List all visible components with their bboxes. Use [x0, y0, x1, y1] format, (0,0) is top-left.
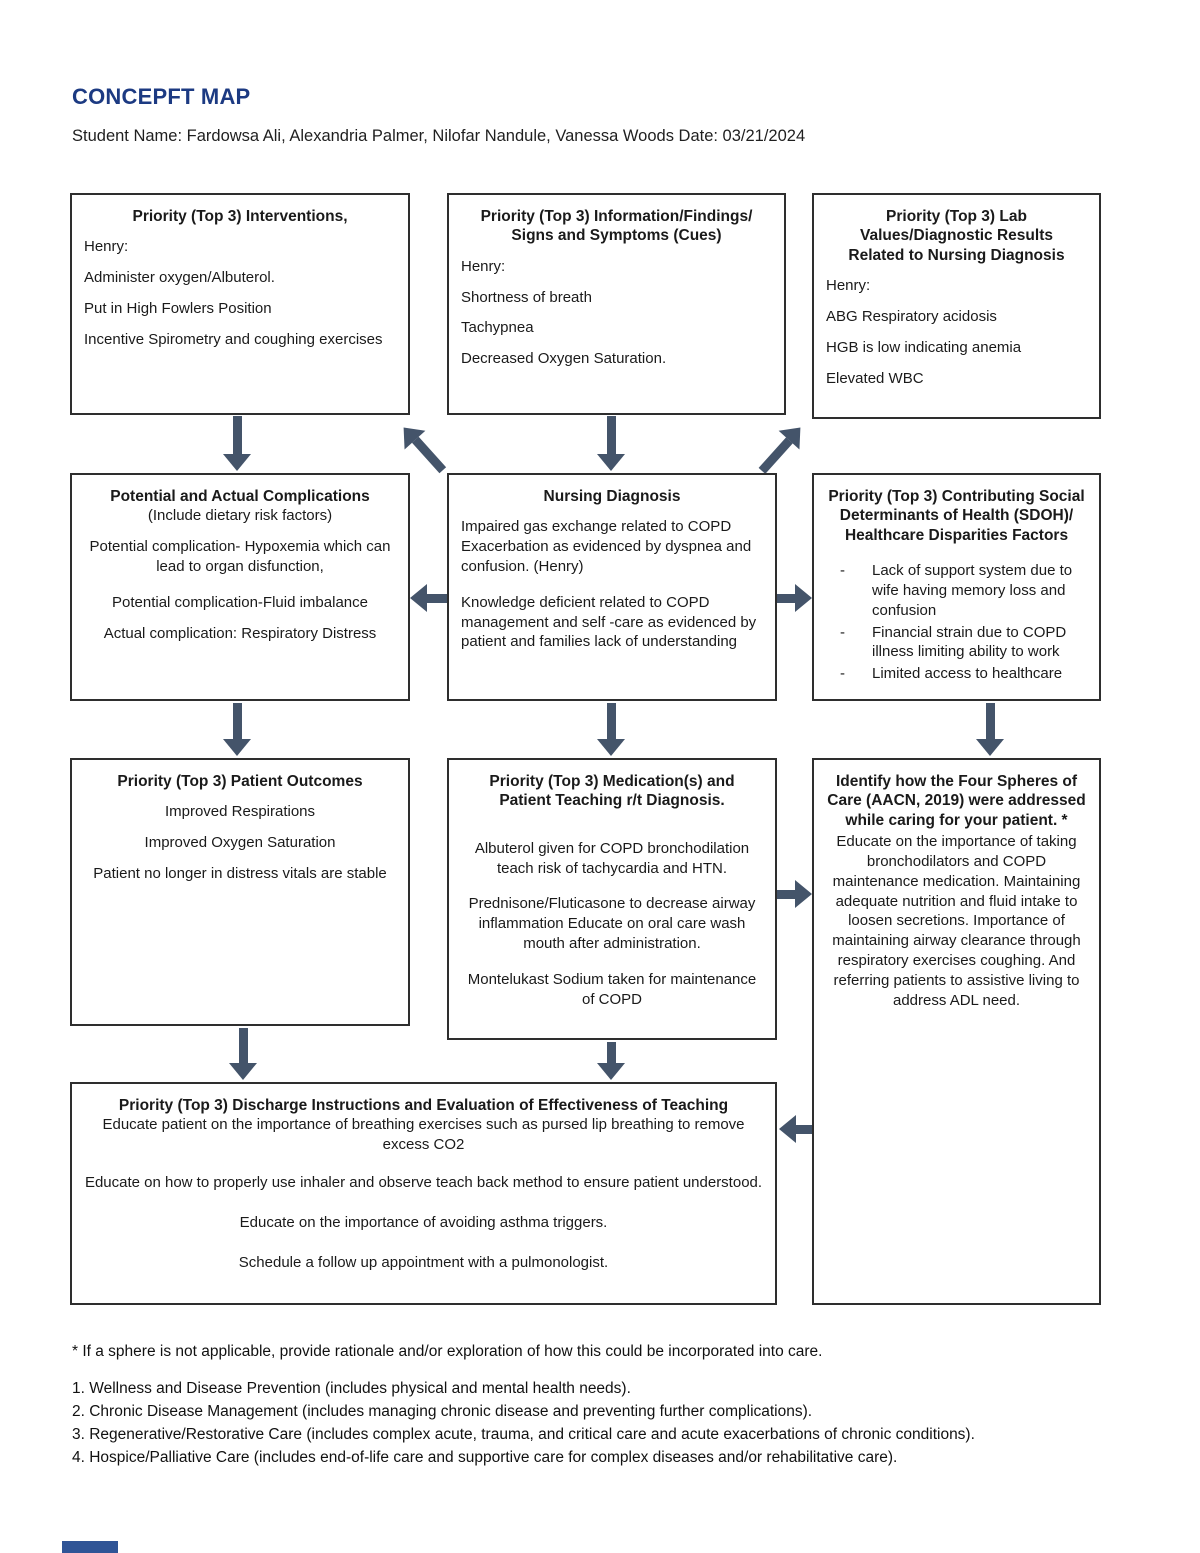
text-line: Henry:: [826, 277, 871, 295]
text-line: Administer oxygen/Albuterol.: [84, 269, 275, 287]
arrow-sdoh-to-spheres-icon: [975, 703, 1005, 756]
arrow-interventions-to-complications-icon: [222, 416, 252, 471]
list-item: 1. Wellness and Disease Prevention (incl…: [72, 1380, 631, 1397]
dash-marker: -: [840, 623, 845, 641]
arrow-outcomes-to-discharge-icon: [228, 1028, 258, 1080]
text-line: Educate patient on the importance of bre…: [102, 1116, 745, 1154]
list-item: - Limited access to healthcare: [826, 664, 1087, 684]
list-item: - Lack of support system due to wife hav…: [826, 561, 1087, 620]
box-nursing-diagnosis-title: Nursing Diagnosis: [543, 488, 681, 505]
arrow-diagnosis-to-medications-icon: [596, 703, 626, 756]
dash-marker: -: [840, 562, 845, 580]
box-lab-values-title: Priority (Top 3) Lab Values/Diagnostic R…: [848, 208, 1065, 264]
box-sdoh-title: Priority (Top 3) Contributing Social Det…: [828, 488, 1085, 544]
dash-marker: -: [840, 665, 845, 683]
text-line: Potential complication-Fluid imbalance: [112, 593, 368, 611]
text-line: Incentive Spirometry and coughing exerci…: [84, 330, 383, 348]
text-line: Henry:: [84, 238, 129, 256]
text-line: Henry:: [461, 257, 506, 275]
list-item: 3. Regenerative/Restorative Care (includ…: [72, 1426, 975, 1443]
box-interventions-title: Priority (Top 3) Interventions,: [132, 208, 348, 225]
text-line: Shortness of breath: [461, 288, 592, 306]
box-discharge: Priority (Top 3) Discharge Instructions …: [70, 1082, 777, 1305]
text-line: Elevated WBC: [826, 369, 924, 387]
list-item: 2. Chronic Disease Management (includes …: [72, 1403, 813, 1420]
text-line: Potential complication- Hypoxemia which …: [89, 538, 391, 575]
text-line: Patient no longer in distress vitals are…: [93, 864, 387, 882]
box-findings-title: Priority (Top 3) Information/Findings/ S…: [480, 208, 753, 245]
arrow-diagnosis-to-complications-icon: [410, 583, 447, 613]
sdoh-list: - Lack of support system due to wife hav…: [826, 561, 1087, 684]
box-discharge-title: Priority (Top 3) Discharge Instructions …: [118, 1097, 729, 1114]
text-line: Knowledge deficient related to COPD mana…: [461, 593, 757, 651]
arrow-medications-to-discharge-icon: [596, 1042, 626, 1080]
text-line: HGB is low indicating anemia: [826, 338, 1022, 356]
box-four-spheres: Identify how the Four Spheres of Care (A…: [812, 758, 1101, 1305]
box-nursing-diagnosis: Nursing Diagnosis Impaired gas exchange …: [447, 473, 777, 701]
arrow-diagnosis-to-labs-icon: [750, 417, 811, 480]
text-line: Educate on the importance of avoiding as…: [239, 1213, 608, 1231]
box-findings: Priority (Top 3) Information/Findings/ S…: [447, 193, 786, 415]
list-item-text: Limited access to healthcare: [872, 665, 1063, 683]
text-line: Decreased Oxygen Saturation.: [461, 350, 667, 368]
text-line: Improved Respirations: [164, 803, 316, 821]
text-line: Prednisone/Fluticasone to decrease airwa…: [468, 895, 756, 952]
arrow-findings-to-diagnosis-icon: [596, 416, 626, 471]
spheres-definition-list: 1. Wellness and Disease Prevention (incl…: [72, 1378, 975, 1470]
page-title: CONCEPFT MAP: [72, 84, 251, 109]
box-medications-title: Priority (Top 3) Medication(s) and Patie…: [489, 773, 735, 810]
arrow-medications-to-spheres-icon: [777, 879, 812, 909]
student-name-line: Student Name: Fardowsa Ali, Alexandria P…: [72, 127, 806, 145]
arrow-diagnosis-to-sdoh-icon: [777, 583, 812, 613]
box-patient-outcomes-title: Priority (Top 3) Patient Outcomes: [117, 773, 363, 790]
box-lab-values: Priority (Top 3) Lab Values/Diagnostic R…: [812, 193, 1101, 419]
text-line: Educate on how to properly use inhaler a…: [84, 1173, 763, 1191]
text-line: ABG Respiratory acidosis: [826, 307, 997, 325]
box-complications-title: Potential and Actual Complications: [110, 488, 370, 505]
list-item: 4. Hospice/Palliative Care (includes end…: [72, 1449, 898, 1466]
accent-bar: [62, 1541, 118, 1553]
text-line: Impaired gas exchange related to COPD Ex…: [461, 518, 752, 575]
text-line: Montelukast Sodium taken for maintenance…: [467, 970, 757, 1008]
text-line: Tachypnea: [461, 319, 534, 337]
text-line: Put in High Fowlers Position: [84, 299, 272, 317]
list-item: - Financial strain due to COPD illness l…: [826, 623, 1087, 663]
box-medications: Priority (Top 3) Medication(s) and Patie…: [447, 758, 777, 1040]
box-four-spheres-title: Identify how the Four Spheres of Care (A…: [827, 773, 1086, 829]
arrow-diagnosis-to-findings-icon: [392, 417, 453, 480]
box-sdoh: Priority (Top 3) Contributing Social Det…: [812, 473, 1101, 701]
box-patient-outcomes: Priority (Top 3) Patient Outcomes Improv…: [70, 758, 410, 1026]
sphere-footnote: * If a sphere is not applicable, provide…: [72, 1343, 823, 1360]
text-line: Schedule a follow up appointment with a …: [238, 1253, 609, 1271]
text-line: Albuterol given for COPD bronchodilation…: [474, 839, 750, 877]
text-line: Improved Oxygen Saturation: [144, 834, 336, 852]
box-four-spheres-body: Educate on the importance of taking bron…: [832, 833, 1081, 1009]
box-complications: Potential and Actual Complications (Incl…: [70, 473, 410, 701]
list-item-text: Financial strain due to COPD illness lim…: [872, 623, 1067, 661]
arrow-complications-to-outcomes-icon: [222, 703, 252, 756]
box-interventions: Priority (Top 3) Interventions, Henry: A…: [70, 193, 410, 415]
arrow-spheres-to-discharge-icon: [779, 1114, 812, 1144]
box-complications-subtitle: (Include dietary risk factors): [147, 507, 333, 525]
list-item-text: Lack of support system due to wife havin…: [872, 562, 1073, 619]
text-line: Actual complication: Respiratory Distres…: [103, 624, 377, 642]
